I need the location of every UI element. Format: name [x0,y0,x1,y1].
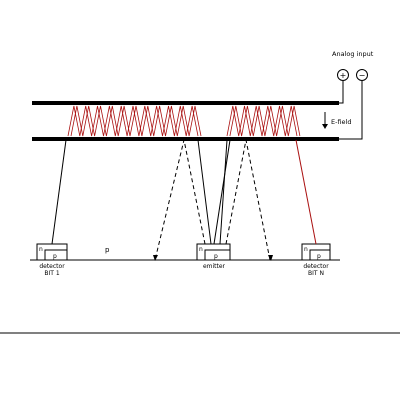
wave-zigzag-offset [70,105,202,137]
minus-terminal[interactable] [356,69,368,81]
standing-wave-region [67,105,301,137]
wave-zigzag [226,105,298,137]
svg-text:n: n [304,246,308,253]
wave-bundle-right [226,105,301,137]
dashed-reflection-right [225,139,271,261]
detector-bit-n-label: detector [303,263,329,270]
detector-bit-1-sublabel: BIT 1 [44,270,59,277]
svg-text:n: n [199,246,203,253]
wave-bundle-left [67,105,202,137]
bottom-plate [32,137,339,141]
p-region-label: p [105,246,110,254]
detector-bit-n-sublabel: BIT N [308,270,324,277]
wire-plus-to-top-plate [339,81,344,104]
svg-text:p: p [53,253,57,260]
emitter: n p [196,243,231,261]
wave-zigzag [67,105,199,137]
svg-text:n: n [39,246,43,253]
detector-bit-1-label: detector [39,263,65,270]
beam-emitter-up-right [219,139,228,245]
e-field-label: E-field [331,118,351,126]
wire-minus-to-bottom-plate [339,81,363,140]
arrowhead-left [153,255,158,261]
emitter-label: emitter [203,263,226,270]
beam-emitter-up-left [197,139,212,245]
detector-bit-1: n p [36,243,68,261]
dashed-reflection-left [154,139,206,261]
svg-text:p: p [317,253,321,260]
top-plate [32,101,339,105]
beam-to-detector-bit-n [295,139,317,245]
beam-emitter-to-plate-a [213,139,231,245]
minus-terminal-label: − [359,71,366,80]
plus-terminal-label: + [340,71,347,80]
svg-text:p: p [214,253,218,260]
e-field-arrow-head [322,124,328,129]
arrowhead-right [268,255,273,261]
beam-to-detector-bit-1 [51,139,67,245]
wave-zigzag-offset [229,105,301,137]
detector-bit-n: n p [301,243,331,261]
analog-input-label: Analog input [332,50,374,58]
plus-terminal[interactable] [337,69,349,81]
